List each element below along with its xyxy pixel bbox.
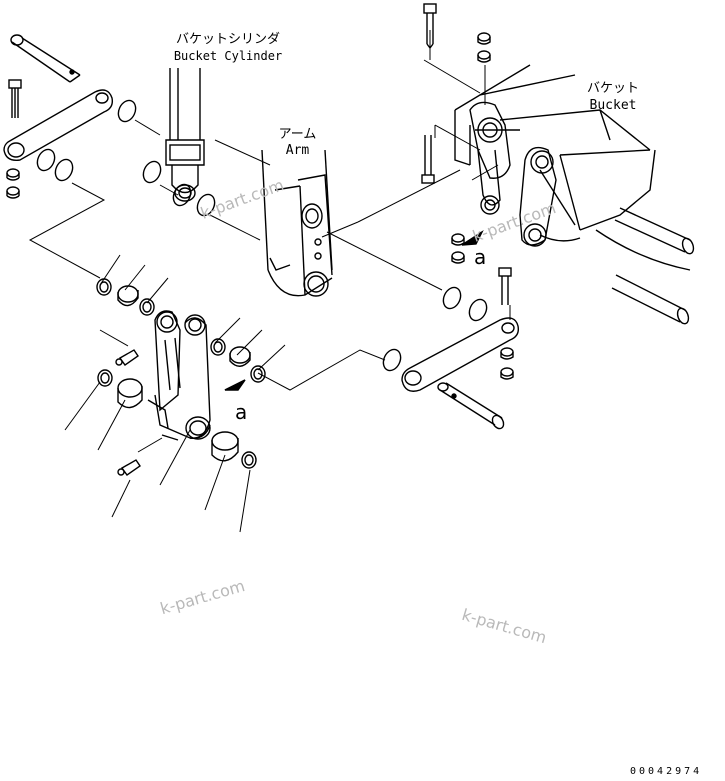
bucket-pins-right [611, 207, 695, 325]
h-link [147, 310, 211, 441]
arm [261, 149, 333, 297]
bushings-lower [97, 369, 257, 469]
right-link-lower [401, 317, 520, 392]
lower-right-pin [437, 382, 505, 430]
bucket-side-bolt [421, 135, 435, 184]
bucket-top-nuts [477, 32, 491, 63]
bucket-cylinder-label-en: Bucket Cylinder [173, 49, 283, 63]
reference-mark-a-upper: a [474, 245, 487, 269]
washers-right [382, 286, 488, 372]
bucket-top-bolt [423, 3, 437, 50]
left-link-upper [3, 89, 114, 161]
upper-left-pin [10, 34, 81, 83]
upper-left-bolt [8, 79, 22, 118]
bucket-cylinder-label-ja: バケットシリンダ [175, 32, 280, 47]
bushings-upper [96, 278, 266, 383]
reference-mark-a-lower: a [235, 400, 248, 424]
grease-fittings [115, 349, 141, 476]
reference-arrows [224, 230, 484, 391]
bucket-label-ja: バケット [586, 81, 639, 96]
drawing-number: 00042974 [630, 766, 703, 777]
right-link-bolt [498, 267, 512, 305]
bucket-cylinder [165, 68, 205, 202]
leader-lines [28, 30, 511, 533]
arm-label-en: Arm [285, 143, 310, 158]
arm-label-ja: アーム [278, 127, 317, 142]
bucket-link-nuts [451, 233, 465, 264]
bucket-label-en: Bucket [589, 98, 637, 113]
left-nuts [6, 168, 20, 199]
bucket [454, 64, 691, 271]
right-link-nuts [500, 347, 514, 380]
